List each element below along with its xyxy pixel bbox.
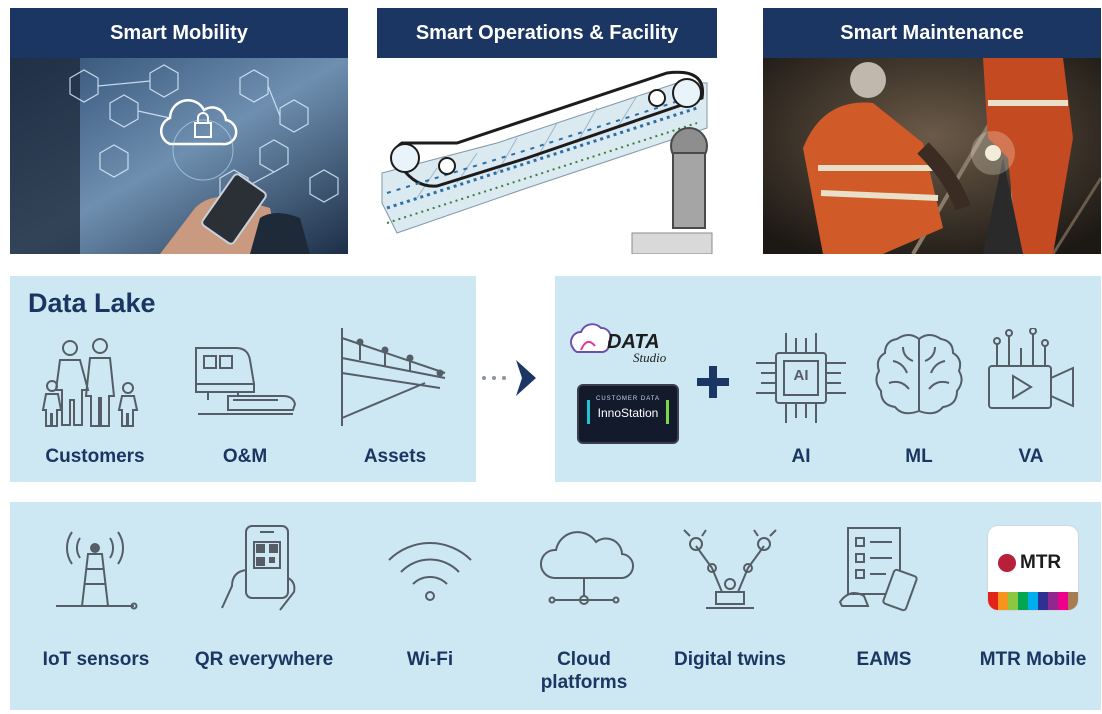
tech-item-qr-everywhere: QR everywhere bbox=[194, 649, 334, 670]
ai-chip-text: AI bbox=[793, 367, 809, 384]
data-lake-item-customers: Customers bbox=[45, 446, 145, 467]
data-lake-panel: Data Lake Customers O&M bbox=[10, 276, 476, 482]
tech-item-eams: EAMS bbox=[856, 649, 912, 670]
train-icon bbox=[195, 347, 297, 415]
analytics-item-ml: ML bbox=[905, 446, 933, 467]
analytics-panel: DATA Studio CUSTOMER DATA InnoStation AI… bbox=[555, 276, 1101, 482]
header-smart-operations-label: Smart Operations & Facility bbox=[415, 21, 679, 44]
analytics-item-va: VA bbox=[1018, 446, 1044, 467]
header-smart-maintenance: Smart Maintenance bbox=[763, 8, 1101, 58]
tech-item-wi-fi: Wi-Fi bbox=[406, 649, 454, 670]
wifi-icon bbox=[388, 542, 472, 601]
brain-icon bbox=[875, 334, 963, 415]
svg-text:Studio: Studio bbox=[633, 350, 667, 365]
innostation-logo-small: CUSTOMER DATA bbox=[595, 396, 660, 402]
customers-icon bbox=[41, 338, 139, 427]
header-smart-maintenance-label: Smart Maintenance bbox=[840, 21, 1024, 44]
iot-sensor-icon bbox=[56, 531, 138, 610]
tech-item-mtr-mobile: MTR Mobile bbox=[979, 649, 1087, 670]
technology-panel: IoT sensors QR everywhere Wi-Fi bbox=[10, 502, 1101, 710]
mtr-color-stripes bbox=[988, 592, 1078, 610]
overhead-line-icon bbox=[341, 328, 446, 426]
plus-icon bbox=[697, 366, 729, 398]
dotted-arrow-icon bbox=[482, 360, 536, 396]
data-lake-item-assets: Assets bbox=[363, 446, 427, 467]
mtr-logo-mark bbox=[998, 554, 1016, 572]
analytics-item-ai: AI bbox=[791, 446, 811, 467]
smart-operations-image bbox=[377, 58, 717, 254]
innostation-logo-text: InnoStation bbox=[597, 406, 659, 420]
cloud-platform-icon bbox=[539, 531, 634, 605]
video-camera-icon bbox=[988, 328, 1074, 409]
data-studio-logo: DATA Studio bbox=[570, 323, 667, 365]
tech-item-digital-twins: Digital twins bbox=[674, 649, 786, 670]
innostation-accent-left bbox=[587, 400, 590, 424]
tech-item-cloud-platforms: Cloud platforms bbox=[540, 649, 628, 693]
qr-phone-icon bbox=[221, 525, 296, 611]
smart-maintenance-image bbox=[763, 58, 1101, 254]
innostation-accent-right bbox=[666, 400, 669, 424]
robot-arms-icon bbox=[683, 529, 777, 609]
ai-chip-icon bbox=[756, 333, 846, 423]
data-lake-item-om: O&M bbox=[222, 446, 268, 467]
header-smart-operations: Smart Operations & Facility bbox=[377, 8, 717, 58]
svg-text:DATA: DATA bbox=[607, 331, 660, 353]
tech-item-iot-sensors: IoT sensors bbox=[42, 649, 150, 670]
mtr-logo-text: MTR bbox=[1020, 552, 1062, 573]
smart-mobility-image bbox=[10, 58, 348, 254]
header-smart-mobility: Smart Mobility bbox=[10, 8, 348, 58]
mtr-app-icon[interactable]: MTR bbox=[988, 526, 1078, 610]
header-smart-mobility-label: Smart Mobility bbox=[110, 21, 248, 44]
data-lake-title: Data Lake bbox=[28, 288, 156, 318]
checklist-phone-icon bbox=[838, 527, 918, 612]
innostation-logo: CUSTOMER DATA InnoStation bbox=[577, 384, 679, 444]
